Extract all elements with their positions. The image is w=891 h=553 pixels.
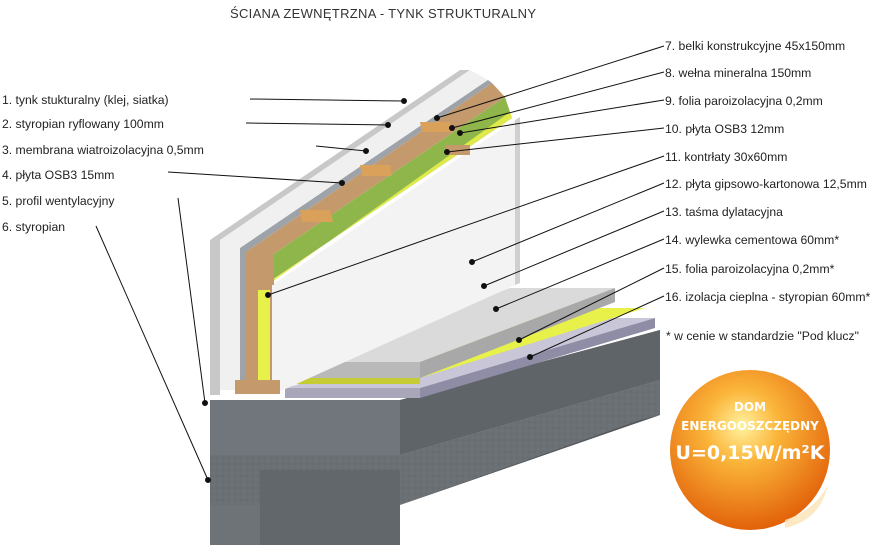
label-8: 8. wełna mineralna 150mm <box>665 66 812 80</box>
osb-outer <box>246 83 505 385</box>
price-note: * w cenie w standardzie "Pod klucz" <box>666 329 859 343</box>
cement-screed <box>310 288 615 362</box>
energy-badge <box>670 370 830 530</box>
label-1: 1. tynk stukturalny (klej, siatka) <box>2 93 169 107</box>
label-11: 11. kontrłaty 30x60mm <box>665 150 788 164</box>
label-4: 4. płyta OSB3 15mm <box>2 168 115 182</box>
label-12: 12. płyta gipsowo-kartonowa 12,5mm <box>665 177 867 191</box>
badge-line-2: ENERGOOSZCZĘDNY <box>681 419 819 433</box>
label-7: 7. belki konstrukcyjne 45x150mm <box>665 39 846 53</box>
label-13: 13. taśma dylatacyjna <box>665 205 783 219</box>
floor-layers <box>285 288 655 398</box>
label-14: 14. wylewka cementowa 60mm* <box>665 233 840 247</box>
mineral-wool <box>262 97 512 380</box>
label-3: 3. membrana wiatroizolacyjna 0,5mm <box>2 143 204 157</box>
label-6: 6. styropian <box>2 220 66 234</box>
label-9: 9. folia paroizolacyjna 0,2mm <box>665 94 823 108</box>
badge-line-1: DOM <box>733 400 767 414</box>
page-title: ŚCIANA ZEWNĘTRZNA - TYNK STRUKTURALNY <box>230 6 537 21</box>
label-5: 5. profil wentylacyjny <box>2 194 115 208</box>
wall-layers <box>210 70 520 395</box>
label-2: 2. styropian ryflowany 100mm <box>2 117 164 131</box>
label-10: 10. płyta OSB3 12mm <box>665 122 785 136</box>
label-15: 15. folia paroizolacyjna 0,2mm* <box>665 262 835 276</box>
leader-lines <box>95 45 665 483</box>
label-16: 16. izolacja cieplna - styropian 60mm* <box>665 290 871 304</box>
badge-line-3: U=0,15W/m²K <box>675 442 825 464</box>
plasterboard <box>272 120 515 395</box>
